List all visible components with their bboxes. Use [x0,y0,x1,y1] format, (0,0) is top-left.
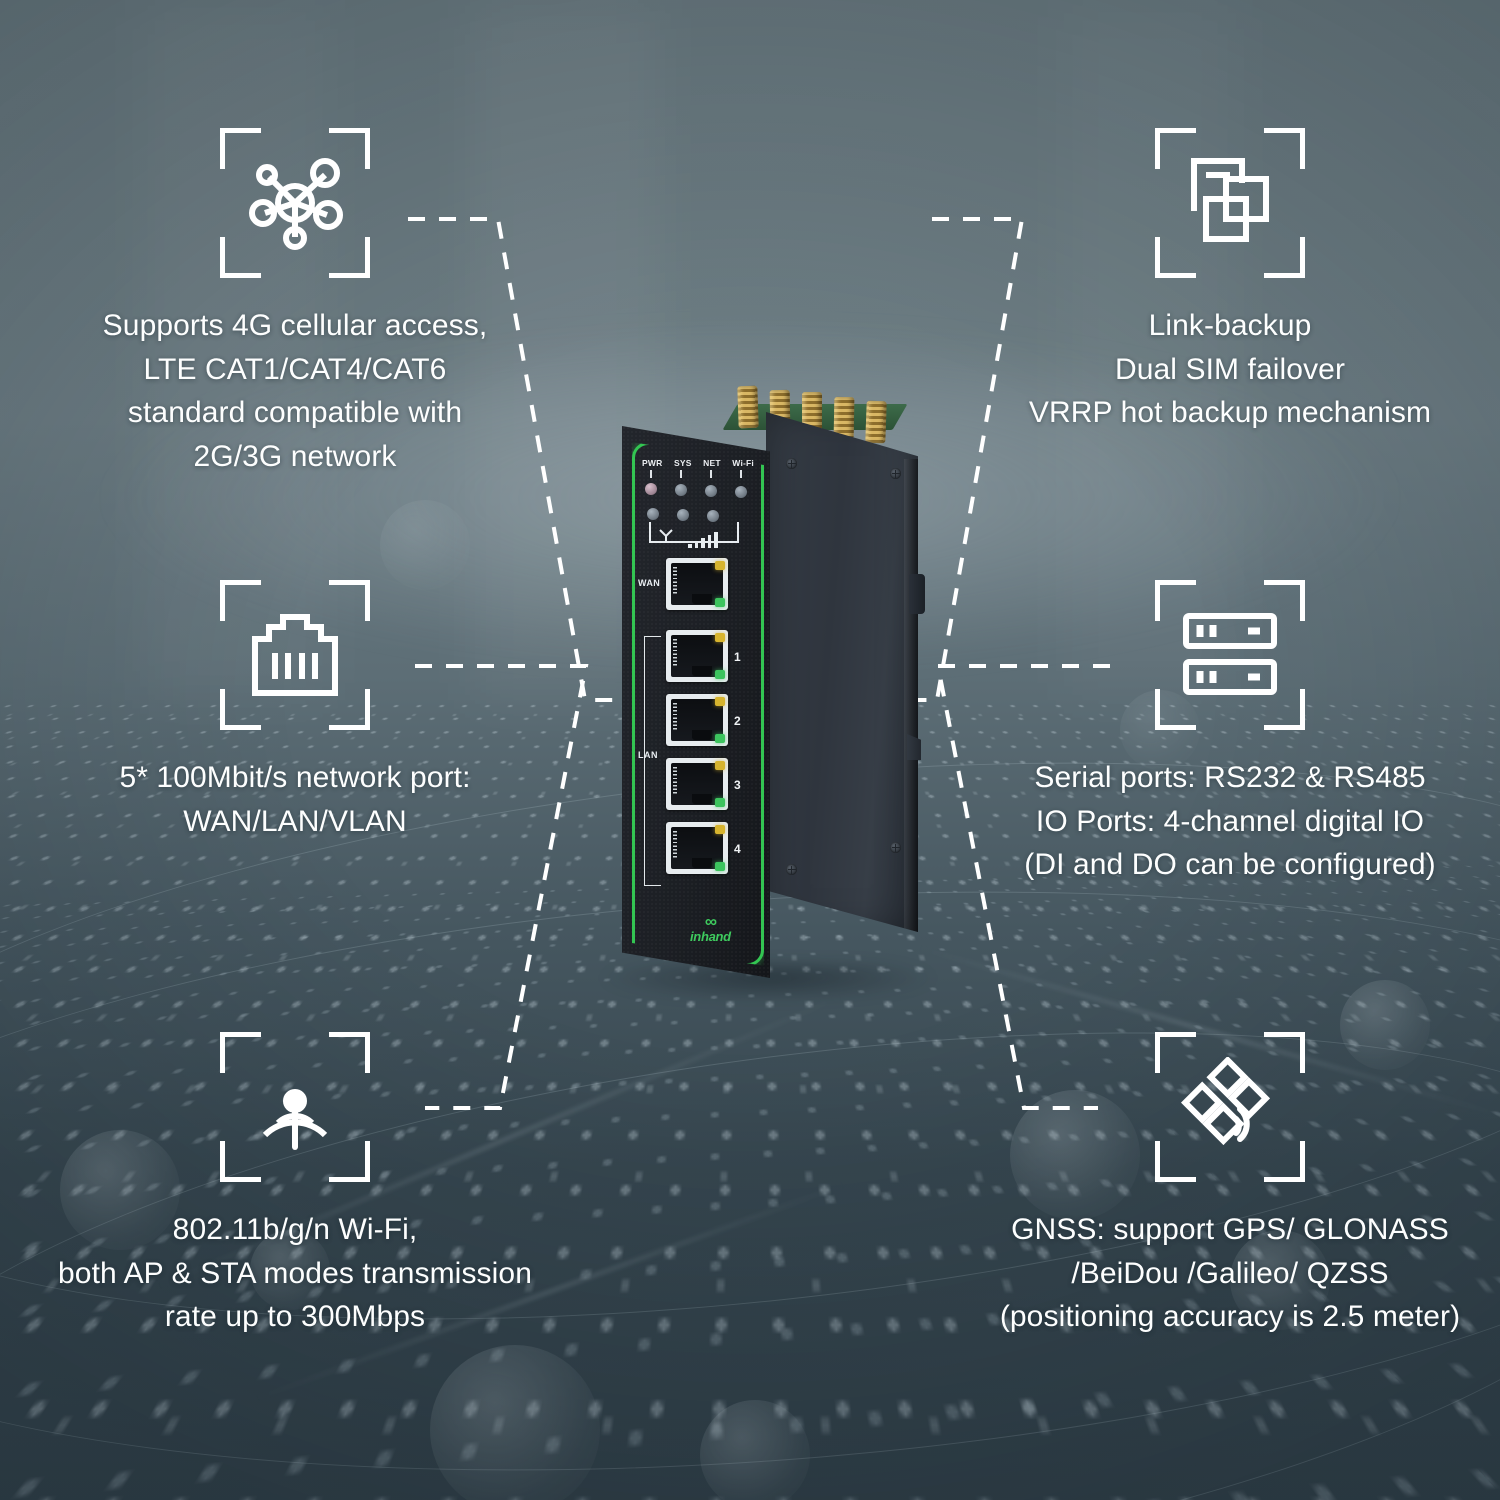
lan-port-4 [666,822,728,874]
brand-name: inhand [690,929,731,944]
led-wifi [735,486,747,498]
chassis-screw [890,468,901,479]
feature-ethernet: 5* 100Mbit/s network port: WAN/LAN/VLAN [60,580,530,843]
led-label-pwr: PWR [642,458,663,468]
led-tick [680,470,682,478]
device-side-panel [766,412,918,932]
lan-port-3 [666,758,728,810]
led-label-net: NET [703,458,721,468]
wan-port-label: WAN [638,578,661,588]
product-router-image: PWR SYS NET Wi-Fi [604,378,934,988]
background-bokeh [430,1345,600,1500]
led-label-row: PWR SYS NET Wi-Fi [642,458,754,468]
lan-group-label: LAN [638,750,658,760]
feature-cellular: Supports 4G cellular access, LTE CAT1/CA… [60,128,530,478]
server-rack-icon [1155,580,1305,730]
feature-ethernet-text: 5* 100Mbit/s network port: WAN/LAN/VLAN [119,761,471,838]
network-hub-icon [220,128,370,278]
led-signal-2 [677,509,689,521]
lan-port-2 [666,694,728,746]
chassis-screw [786,458,797,469]
port-led-green [715,598,725,607]
led-label-sys: SYS [673,458,692,468]
port-led-amber [715,561,725,570]
feature-link-backup: Link-backup Dual SIM failover VRRP hot b… [995,128,1465,435]
feature-cellular-text: Supports 4G cellular access, LTE CAT1/CA… [102,309,488,473]
led-tick [710,470,712,478]
signal-bars [688,532,718,548]
sma-connector [865,400,887,444]
led-tick [650,470,652,478]
background-bokeh [1230,1230,1330,1330]
lan-port-3-number: 3 [734,778,741,792]
din-rail-clip [909,574,925,614]
antenna-connectors [722,378,908,444]
wan-port [666,558,728,610]
brand-logo: ∞ inhand [690,911,731,944]
feature-wifi: 802.11b/g/n Wi-Fi, both AP & STA modes t… [50,1032,540,1339]
din-rail-clip-lower [907,734,921,760]
inhand-logo-mark: ∞ [704,911,717,931]
device-front-panel: PWR SYS NET Wi-Fi [622,426,770,978]
lan-port-2-number: 2 [734,714,741,728]
feature-wifi-text: 802.11b/g/n Wi-Fi, both AP & STA modes t… [58,1213,532,1333]
layers-duplicate-icon [1155,128,1305,278]
satellite-icon [1155,1032,1305,1182]
lan-bracket [644,636,661,886]
wifi-antenna-icon [220,1032,370,1182]
led-pwr [645,483,657,495]
background-bokeh [380,500,470,590]
feature-serial-io: Serial ports: RS232 & RS485 IO Ports: 4-… [995,580,1465,887]
led-sys [675,484,687,496]
feature-gnss-text: GNSS: support GPS/ GLONASS /BeiDou /Gali… [999,1213,1461,1333]
sma-connector [802,392,822,434]
lan-port-1-number: 1 [734,650,741,664]
feature-serial-io-text: Serial ports: RS232 & RS485 IO Ports: 4-… [1024,761,1436,881]
feature-gnss: GNSS: support GPS/ GLONASS /BeiDou /Gali… [985,1032,1475,1339]
lan-port-4-number: 4 [734,842,741,856]
background-bokeh [250,1230,330,1310]
lan-port-1 [666,630,728,682]
background-bokeh [1340,980,1430,1070]
sma-connector [737,385,759,429]
background-bokeh [60,1130,180,1250]
rj45-port-icon [220,580,370,730]
background-bokeh [700,1400,810,1500]
feature-link-backup-text: Link-backup Dual SIM failover VRRP hot b… [1028,309,1432,429]
background-bokeh [1120,690,1200,770]
led-net [705,485,717,497]
front-panel-contents: PWR SYS NET Wi-Fi [638,450,754,954]
led-signal-1 [647,508,659,520]
led-tick [740,470,742,478]
chassis-screw [890,842,901,853]
led-signal-3 [707,510,719,522]
signal-strength-indicator [642,516,750,550]
chassis-screw [786,864,797,875]
background-bokeh [1010,1090,1140,1220]
led-label-wifi: Wi-Fi [732,458,754,468]
